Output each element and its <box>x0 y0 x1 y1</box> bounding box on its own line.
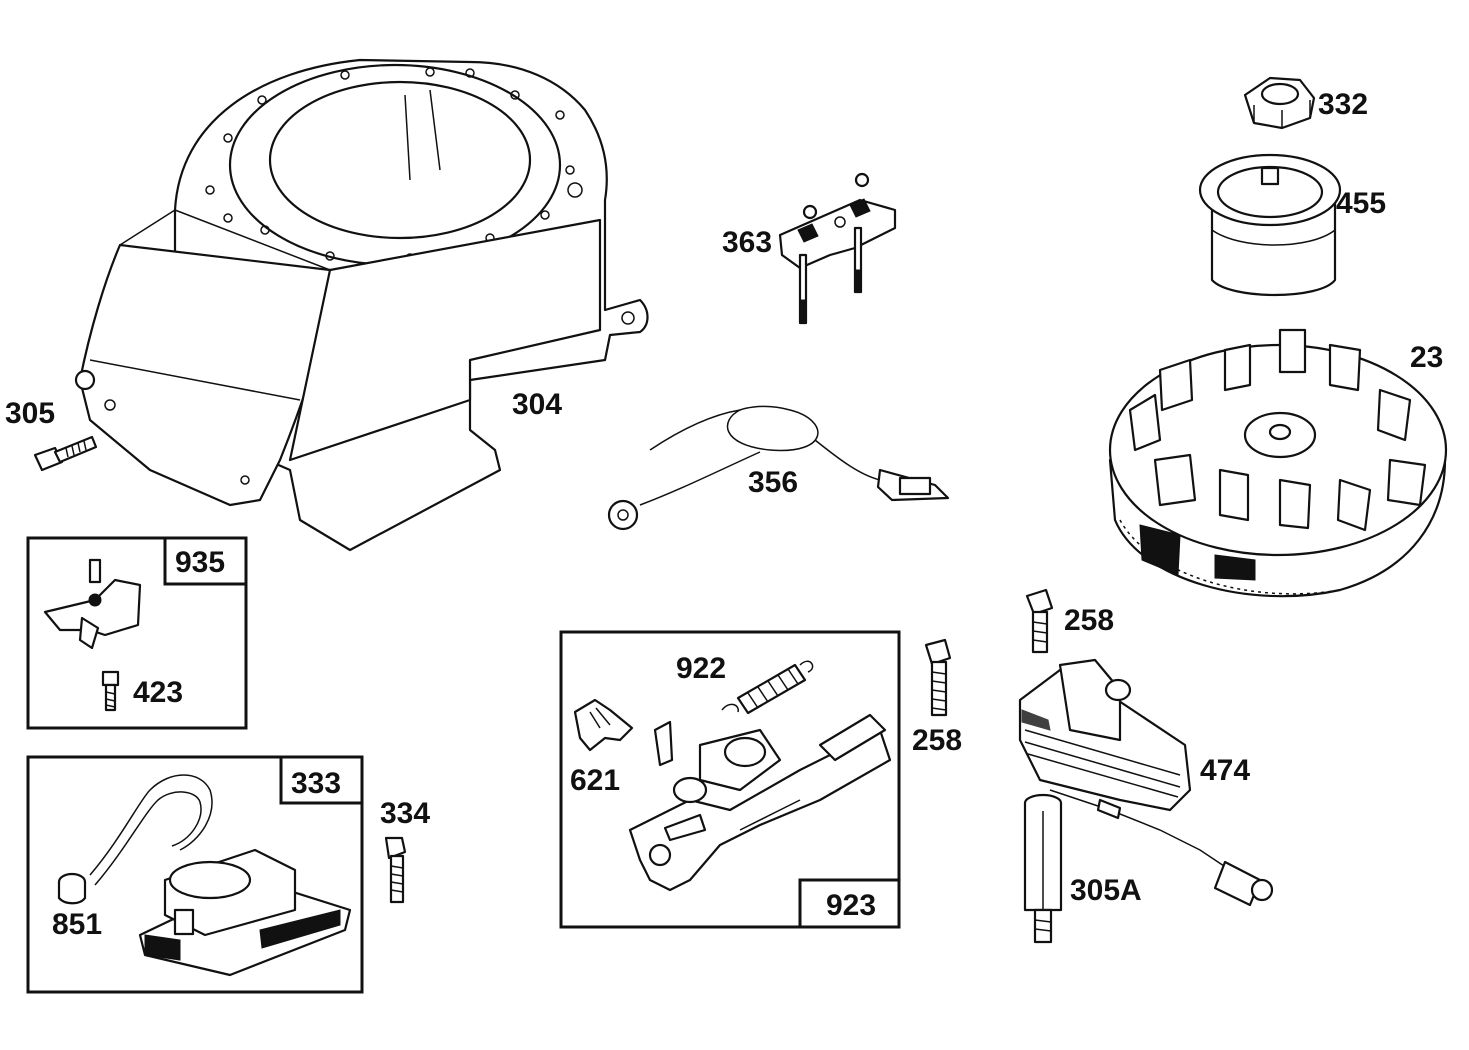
flywheel-23[interactable] <box>1108 328 1448 598</box>
label-333: 333 <box>291 767 341 800</box>
governor-plate-923[interactable] <box>628 713 892 892</box>
blower-housing-304[interactable] <box>74 58 649 552</box>
label-455: 455 <box>1336 187 1386 220</box>
label-474: 474 <box>1200 754 1250 787</box>
clip-621[interactable] <box>573 698 634 752</box>
label-305A: 305A <box>1070 874 1142 907</box>
nut-332[interactable] <box>1243 76 1316 130</box>
spacer-305A[interactable] <box>1023 793 1063 944</box>
label-851: 851 <box>52 908 102 941</box>
screw-334[interactable] <box>384 836 407 904</box>
magnetron-474[interactable] <box>1018 658 1274 907</box>
label-258-right: 258 <box>1064 604 1114 637</box>
label-923: 923 <box>826 889 876 922</box>
screw-305[interactable] <box>33 435 98 472</box>
ground-wire-356[interactable] <box>607 405 950 531</box>
screw-258-right[interactable] <box>1025 588 1054 654</box>
spring-922[interactable] <box>721 660 814 715</box>
label-356: 356 <box>748 466 798 499</box>
label-922: 922 <box>676 652 726 685</box>
label-305: 305 <box>5 397 55 430</box>
label-258-middle: 258 <box>912 724 962 757</box>
label-621: 621 <box>570 764 620 797</box>
label-334: 334 <box>380 797 430 830</box>
screw-258-middle[interactable] <box>924 638 952 717</box>
label-935: 935 <box>175 546 225 579</box>
screw-423[interactable] <box>101 670 120 712</box>
label-332: 332 <box>1318 88 1368 121</box>
pin-851[interactable] <box>57 872 87 905</box>
label-23: 23 <box>1410 341 1443 374</box>
ignition-armature-333[interactable] <box>89 774 352 977</box>
label-363: 363 <box>722 226 772 259</box>
kit-box-935[interactable] <box>26 536 248 730</box>
kit-box-923[interactable] <box>559 630 901 929</box>
cup-455[interactable] <box>1198 153 1342 297</box>
label-304: 304 <box>512 388 562 421</box>
kit-box-333[interactable] <box>26 755 364 994</box>
label-423: 423 <box>133 676 183 709</box>
bracket-part-935[interactable] <box>43 558 142 650</box>
bracket-363[interactable] <box>778 172 897 325</box>
